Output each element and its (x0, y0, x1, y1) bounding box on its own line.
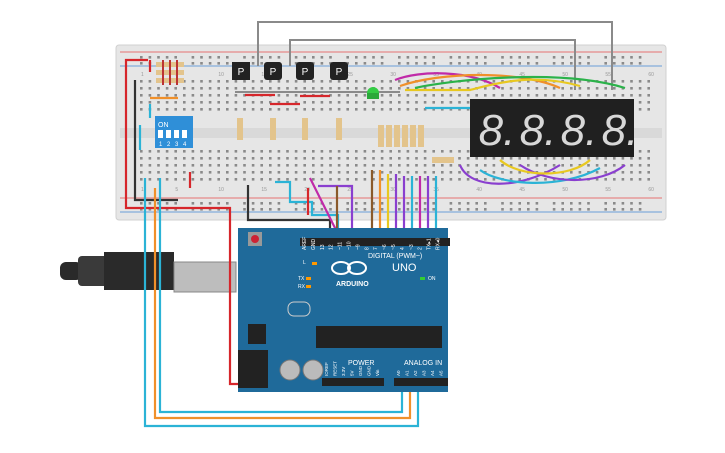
transistor-q3[interactable]: P (296, 62, 314, 80)
uno-label: UNO (392, 262, 417, 274)
on-label: ON (428, 276, 436, 282)
column-number: 15 (261, 187, 267, 193)
digital-pin-label: 12 (329, 244, 335, 250)
column-number: 30 (390, 187, 396, 193)
digital-pin-label: TX▸1 (427, 238, 433, 250)
power-pin-label: RESET (333, 361, 338, 376)
transistor-q2[interactable]: P (264, 62, 282, 80)
l-label: L (303, 260, 306, 266)
usb-cable (60, 252, 237, 293)
column-number: 45 (519, 72, 525, 78)
atmega-chip (316, 326, 442, 348)
digital-pin-label: ~9 (355, 244, 361, 250)
power-pin-label: Vin (375, 369, 380, 376)
column-number: 40 (476, 187, 482, 193)
column-number: 1 (141, 187, 144, 193)
power-pin-label: 3.3V (341, 367, 346, 376)
digital-pin-label: ~10 (347, 241, 353, 250)
seven-segment-display: 8. 8. 8. 8. (470, 99, 638, 157)
power-pin-label: GND (358, 365, 363, 376)
digital-pin-label: 13 (320, 244, 326, 250)
digital-header-label: DIGITAL (PWM~) (368, 253, 422, 260)
resistor-bank-left (156, 60, 184, 85)
transistor-q1[interactable]: P (232, 62, 250, 80)
analog-pin-label: A5 (439, 370, 444, 376)
power-header-label: POWER (348, 360, 374, 367)
tx-label: TX (298, 276, 305, 282)
dip-on-label: ON (158, 122, 169, 129)
column-number: 45 (519, 187, 525, 193)
digital-pin-label: RX◂0 (436, 238, 442, 250)
column-number: 25 (347, 72, 353, 78)
transistor-label: P (238, 67, 245, 78)
analog-pin-label: A2 (413, 370, 418, 376)
analog-pin-label: A3 (422, 370, 427, 376)
column-number: 35 (433, 72, 439, 78)
column-number: 50 (562, 187, 568, 193)
column-number: 5 (175, 187, 178, 193)
brand-label: ARDUINO (336, 281, 369, 288)
transistor-label: P (270, 67, 277, 78)
dip-pos-3: 3 (175, 142, 179, 148)
digital-pin-label: ~5 (391, 244, 397, 250)
resistors-mid (237, 118, 454, 163)
analog-pin-label: A4 (430, 370, 435, 376)
column-number: 55 (605, 187, 611, 193)
power-pin-label: 5V (350, 370, 355, 376)
power-pin-label: IOREF (324, 362, 329, 376)
power-jack[interactable] (238, 350, 268, 388)
digital-pin-label: ~3 (409, 244, 415, 250)
seg-digit-4: 8. (602, 106, 639, 155)
digital-pin-label: ~6 (382, 244, 388, 250)
column-number: 30 (390, 72, 396, 78)
dip-pos-2: 2 (167, 142, 171, 148)
power-pin-label: GND (367, 365, 372, 376)
transistor-label: P (336, 67, 343, 78)
rx-label: RX (298, 284, 306, 290)
digital-pin-label: 4 (400, 247, 406, 250)
seg-digit-1: 8. (479, 106, 516, 155)
digital-pin-label: ~11 (338, 242, 344, 250)
transistor-label: P (302, 67, 309, 78)
column-number: 55 (605, 72, 611, 78)
analog-header-label: ANALOG IN (404, 360, 442, 367)
dip-switch[interactable]: ON 1 2 3 4 (155, 116, 193, 148)
analog-pin-label: A0 (396, 370, 401, 376)
transistor-q4[interactable]: P (330, 62, 348, 80)
digital-pin-label: AREF (302, 237, 308, 250)
seg-digit-2: 8. (520, 106, 557, 155)
column-number: 10 (218, 72, 224, 78)
analog-pin-label: A1 (405, 370, 410, 376)
digital-pin-label: GND (311, 239, 317, 251)
column-number: 60 (648, 187, 654, 193)
digital-pin-label: 8 (364, 247, 370, 250)
digital-pin-label: 7 (373, 247, 379, 250)
column-number: 25 (347, 187, 353, 193)
dip-pos-4: 4 (183, 142, 187, 148)
seg-digit-3: 8. (561, 106, 598, 155)
column-number: 60 (648, 72, 654, 78)
column-number: 10 (218, 187, 224, 193)
dip-pos-1: 1 (159, 142, 163, 148)
transistor-row: P P P P (232, 62, 348, 80)
green-led[interactable] (367, 87, 379, 99)
column-number: 1 (141, 72, 144, 78)
arduino-logo: ARDUINO (331, 261, 369, 288)
column-number: 50 (562, 72, 568, 78)
digital-pin-label: 2 (418, 247, 424, 250)
